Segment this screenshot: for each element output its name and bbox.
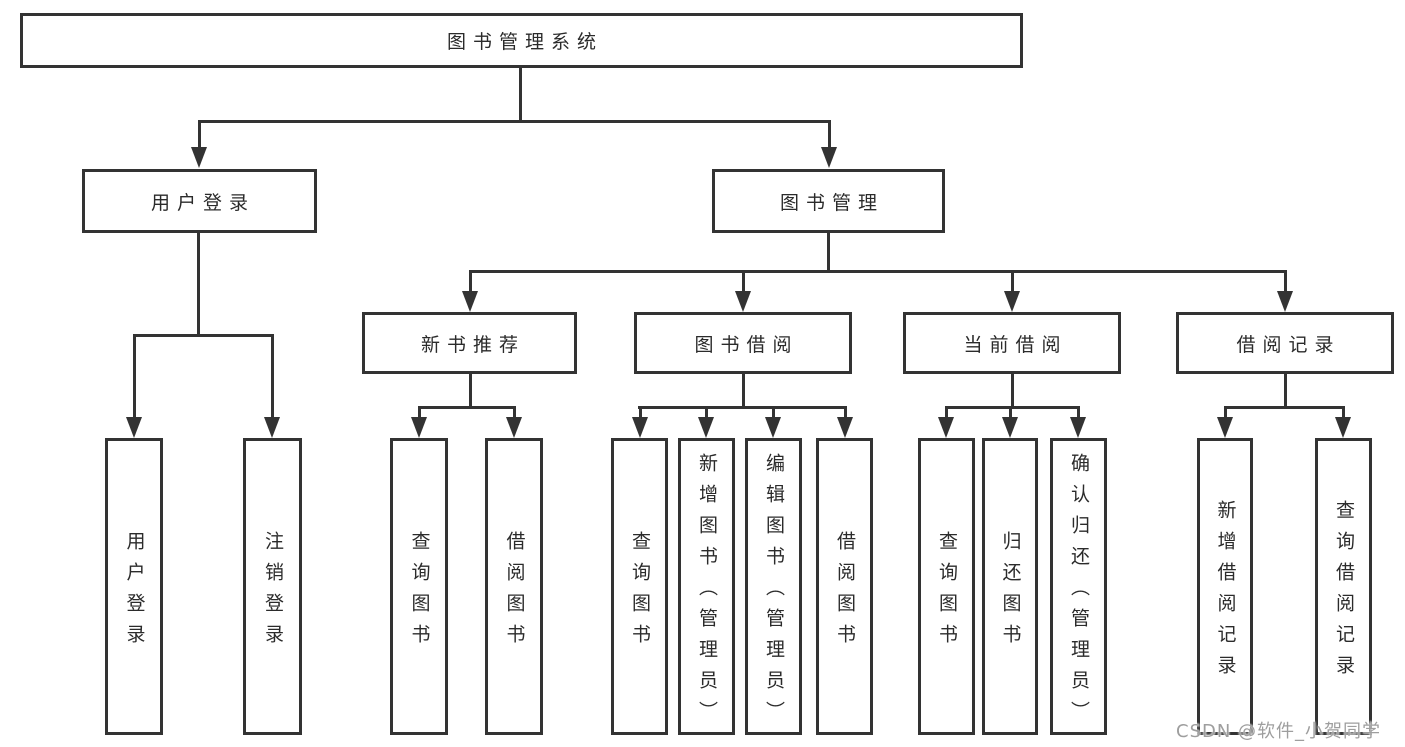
node-label: 借阅记录 bbox=[1236, 333, 1341, 356]
connector-leaf bbox=[1342, 408, 1345, 419]
connector-user-login-stem bbox=[197, 233, 200, 337]
arrow-down-icon bbox=[462, 291, 478, 312]
node-label: 图书管理 bbox=[779, 191, 884, 214]
connector-book-mgmt-stem bbox=[827, 233, 830, 273]
leaf-return-books: 归还图书 bbox=[982, 438, 1038, 735]
arrow-down-icon bbox=[506, 417, 522, 438]
connector-to-borrow-records bbox=[1284, 272, 1287, 292]
node-label: 用户登录 bbox=[150, 191, 255, 214]
connector-new-book-stem bbox=[469, 374, 472, 409]
node-borrow-records: 借阅记录 bbox=[1176, 312, 1394, 374]
connector-to-current-borrow bbox=[1011, 272, 1014, 292]
connector-current-borrow-stem bbox=[1011, 374, 1014, 409]
connector-current-borrow-rail bbox=[945, 406, 1080, 409]
leaf-add-book-admin: 新增图书（管理员） bbox=[678, 438, 735, 735]
connector-to-book-borrow bbox=[742, 272, 745, 292]
leaf-label: 归还图书 bbox=[999, 530, 1022, 655]
leaf-label: 新增借阅记录 bbox=[1214, 499, 1237, 686]
arrow-down-icon bbox=[411, 417, 427, 438]
connector-user-login-rail bbox=[133, 334, 274, 337]
connector-leaf bbox=[705, 408, 708, 419]
node-label: 新书推荐 bbox=[420, 333, 525, 356]
arrow-down-icon bbox=[1004, 291, 1020, 312]
arrow-down-icon bbox=[1277, 291, 1293, 312]
leaf-label: 编辑图书（管理员） bbox=[763, 453, 785, 732]
node-new-book-recommend: 新书推荐 bbox=[362, 312, 577, 374]
arrow-down-icon bbox=[938, 417, 954, 438]
arrow-down-icon bbox=[821, 147, 837, 168]
connector-to-leaf-logout bbox=[271, 336, 274, 418]
connector-borrow-records-stem bbox=[1284, 374, 1287, 409]
leaf-borrow-books: 借阅图书 bbox=[816, 438, 873, 735]
leaf-query-books-recommend: 查询图书 bbox=[390, 438, 448, 735]
node-label: 图书借阅 bbox=[694, 333, 799, 356]
leaf-label: 新增图书（管理员） bbox=[696, 453, 718, 732]
watermark: CSDN @软件_小贺同学 bbox=[1176, 721, 1382, 742]
leaf-edit-book-admin: 编辑图书（管理员） bbox=[745, 438, 802, 735]
leaf-label: 注销登录 bbox=[262, 530, 284, 655]
arrow-down-icon bbox=[765, 417, 781, 438]
arrow-down-icon bbox=[1002, 417, 1018, 438]
leaf-add-borrow-record: 新增借阅记录 bbox=[1197, 438, 1253, 735]
connector-leaf bbox=[1009, 408, 1012, 419]
leaf-label: 查询借阅记录 bbox=[1333, 499, 1355, 686]
node-root: 图书管理系统 bbox=[20, 13, 1023, 68]
arrow-down-icon bbox=[191, 147, 207, 168]
connector-book-mgmt-rail bbox=[469, 270, 1287, 273]
connector-leaf bbox=[639, 408, 642, 419]
leaf-query-books-borrow: 查询图书 bbox=[611, 438, 668, 735]
connector-leaf bbox=[844, 408, 847, 419]
leaf-label: 查询图书 bbox=[936, 530, 958, 655]
arrow-down-icon bbox=[1217, 417, 1233, 438]
connector-to-book-management bbox=[828, 122, 831, 148]
arrow-down-icon bbox=[632, 417, 648, 438]
arrow-down-icon bbox=[126, 417, 142, 438]
connector-root-rail bbox=[198, 120, 831, 123]
connector-leaf bbox=[1224, 408, 1227, 419]
node-book-borrow: 图书借阅 bbox=[634, 312, 852, 374]
connector-leaf bbox=[513, 408, 516, 419]
arrow-down-icon bbox=[698, 417, 714, 438]
connector-new-book-rail bbox=[418, 406, 516, 409]
leaf-confirm-return-admin: 确认归还（管理员） bbox=[1050, 438, 1107, 735]
connector-leaf bbox=[772, 408, 775, 419]
arrow-down-icon bbox=[1335, 417, 1351, 438]
connector-book-borrow-rail bbox=[638, 406, 847, 409]
leaf-label: 查询图书 bbox=[408, 530, 431, 655]
leaf-label: 确认归还（管理员） bbox=[1068, 453, 1090, 732]
leaf-label: 借阅图书 bbox=[503, 530, 526, 655]
arrow-down-icon bbox=[264, 417, 280, 438]
node-current-borrow: 当前借阅 bbox=[903, 312, 1121, 374]
leaf-borrow-books-recommend: 借阅图书 bbox=[485, 438, 543, 735]
connector-leaf bbox=[418, 408, 421, 419]
leaf-logout: 注销登录 bbox=[243, 438, 302, 735]
connector-to-user-login bbox=[198, 122, 201, 148]
leaf-label: 查询图书 bbox=[629, 530, 651, 655]
node-user-login: 用户登录 bbox=[82, 169, 317, 233]
node-label: 当前借阅 bbox=[963, 333, 1068, 356]
connector-root-stem bbox=[519, 68, 522, 122]
connector-leaf bbox=[1077, 408, 1080, 419]
leaf-query-books-current: 查询图书 bbox=[918, 438, 975, 735]
node-label: 图书管理系统 bbox=[446, 31, 603, 53]
connector-borrow-records-rail bbox=[1224, 406, 1345, 409]
leaf-user-login: 用户登录 bbox=[105, 438, 163, 735]
connector-to-leaf-user-login bbox=[133, 336, 136, 418]
connector-to-new-book bbox=[469, 272, 472, 292]
leaf-label: 借阅图书 bbox=[834, 530, 856, 655]
node-book-management: 图书管理 bbox=[712, 169, 945, 233]
connector-book-borrow-stem bbox=[742, 374, 745, 409]
connector-leaf bbox=[945, 408, 948, 419]
arrow-down-icon bbox=[735, 291, 751, 312]
leaf-query-borrow-record: 查询借阅记录 bbox=[1315, 438, 1372, 735]
arrow-down-icon bbox=[837, 417, 853, 438]
leaf-label: 用户登录 bbox=[123, 530, 146, 655]
arrow-down-icon bbox=[1070, 417, 1086, 438]
